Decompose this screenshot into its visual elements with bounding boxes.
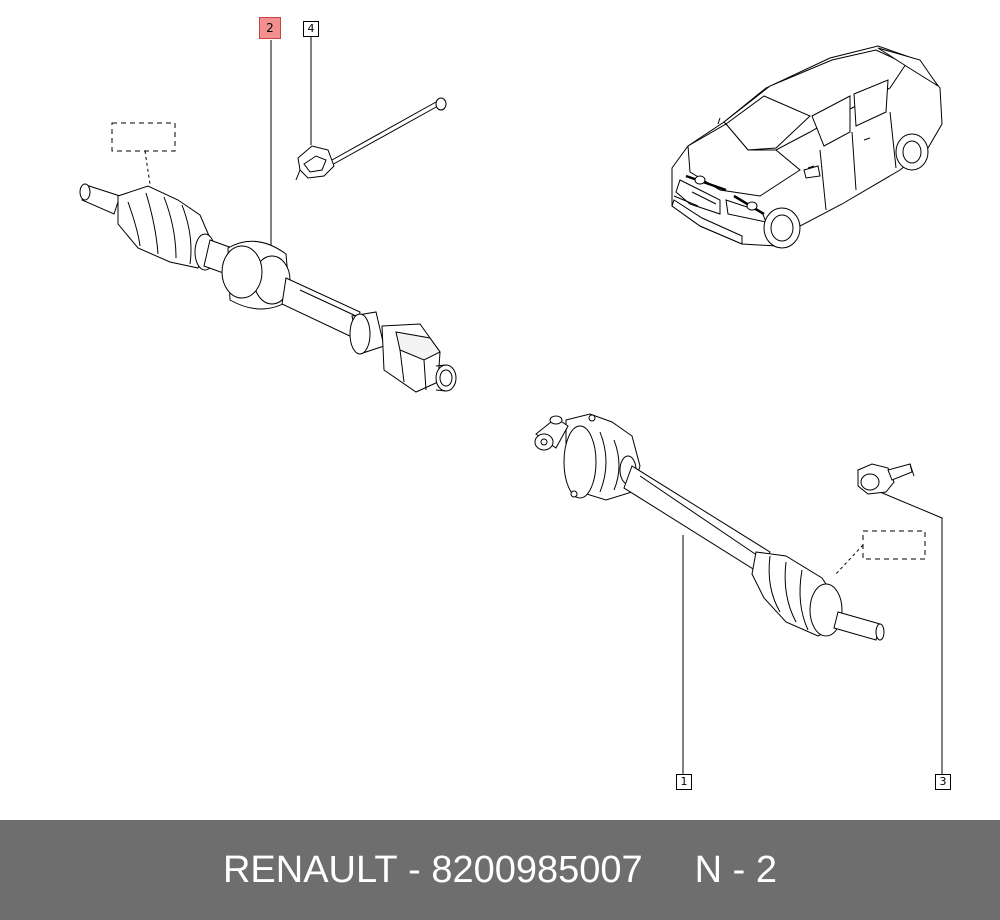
position-label: N - 2 [694, 848, 778, 891]
callout-1[interactable]: 1 [676, 774, 692, 790]
reference-arrow-right [834, 544, 864, 576]
footer-bar: RENAULT - 8200985007 N - 2 [0, 820, 1000, 920]
drive-shaft-2 [79, 183, 457, 393]
clip-part-4 [295, 97, 447, 181]
car-illustration [671, 45, 943, 249]
parts-diagram [79, 36, 943, 775]
drive-shaft-1 [534, 413, 885, 641]
callout-3[interactable]: 3 [935, 774, 951, 790]
reference-box-right [862, 530, 926, 560]
part-number: 8200985007 [431, 848, 643, 891]
clip-part-3 [857, 463, 915, 495]
leader-line-3 [879, 491, 943, 775]
callout-4[interactable]: 4 [303, 21, 319, 37]
brand-name: RENAULT [222, 848, 398, 891]
reference-arrow-left [144, 150, 151, 185]
reference-box-left [111, 122, 176, 152]
callout-2[interactable]: 2 [259, 17, 281, 39]
footer-separator: - [397, 848, 432, 891]
